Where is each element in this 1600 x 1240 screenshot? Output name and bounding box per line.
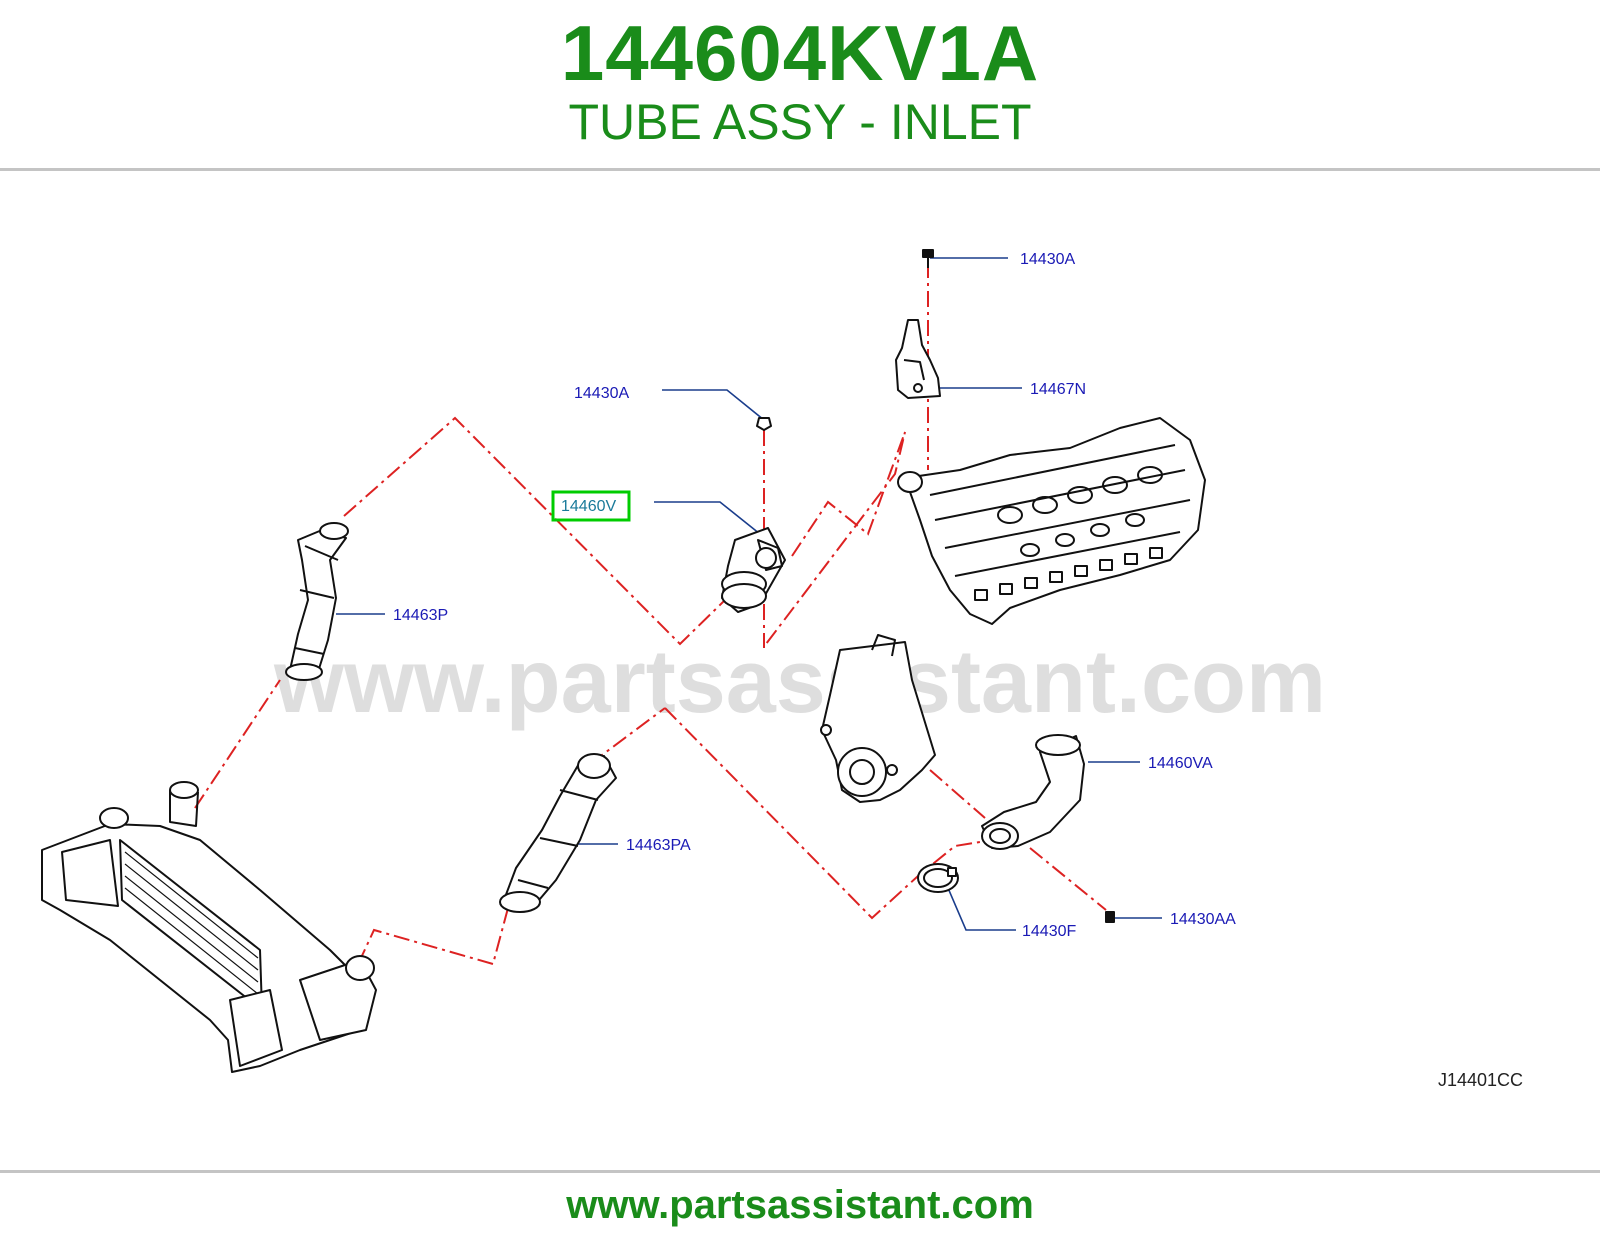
route-hose-pa-to-intercooler: [359, 907, 509, 966]
parts-diagram: www.partsassistant.com: [41, 249, 1523, 1090]
callout-14463PA[interactable]: 14463PA: [626, 837, 691, 854]
throttle-body-14460V: [721, 527, 786, 613]
route-intercooler-to-hose: [194, 679, 281, 809]
leader-14430F: [947, 887, 1016, 931]
part-number-title: 144604KV1A: [560, 9, 1040, 97]
part-name-subtitle: TUBE ASSY - INLET: [568, 94, 1032, 150]
reference-code: J14401CC: [1438, 1070, 1523, 1090]
route-hose-to-bolt: [1029, 847, 1107, 911]
engine-cylinder-head: [897, 417, 1206, 625]
callout-14460V[interactable]: 14460V: [561, 498, 616, 515]
leader-lines: [336, 257, 1162, 931]
callout-14430A-top[interactable]: 14430A: [1020, 251, 1075, 268]
route-throttle-to-head: [765, 431, 906, 645]
hose-14463P: [285, 522, 349, 681]
clamp-14430F: [917, 863, 959, 893]
routing-lines: [194, 262, 1107, 966]
leader-14430A-mid: [662, 389, 765, 421]
callout-14460VA[interactable]: 14460VA: [1148, 755, 1213, 772]
watermark-text: www.partsassistant.com: [273, 632, 1326, 732]
header: 144604KV1A TUBE ASSY - INLET: [0, 0, 1600, 168]
callout-14430AA[interactable]: 14430AA: [1170, 911, 1236, 928]
callout-14430A-mid[interactable]: 14430A: [574, 385, 629, 402]
callout-14467N[interactable]: 14467N: [1030, 381, 1086, 398]
leader-14460V: [654, 501, 761, 535]
callout-14463P[interactable]: 14463P: [393, 607, 448, 624]
bracket-14467N: [895, 319, 941, 399]
route-hose-to-throttle: [343, 416, 726, 646]
hose-14463PA: [499, 753, 617, 913]
header-divider: [0, 168, 1600, 171]
callout-14430F[interactable]: 14430F: [1022, 923, 1076, 940]
highlight-box-14460V: [551, 490, 631, 522]
hose-14460VA: [981, 734, 1085, 850]
footer-divider: [0, 1170, 1600, 1173]
intercooler: [41, 781, 377, 1073]
route-bracket-to-hose: [929, 769, 986, 819]
bolt-14430A-top: [922, 249, 934, 268]
footer-url-link[interactable]: www.partsassistant.com: [566, 1183, 1034, 1227]
bracket-pump-assembly: [820, 634, 936, 803]
bolt-14430A-mid: [756, 417, 772, 431]
bolt-14430AA: [1105, 911, 1115, 923]
route-hose-pa-up: [589, 707, 666, 765]
